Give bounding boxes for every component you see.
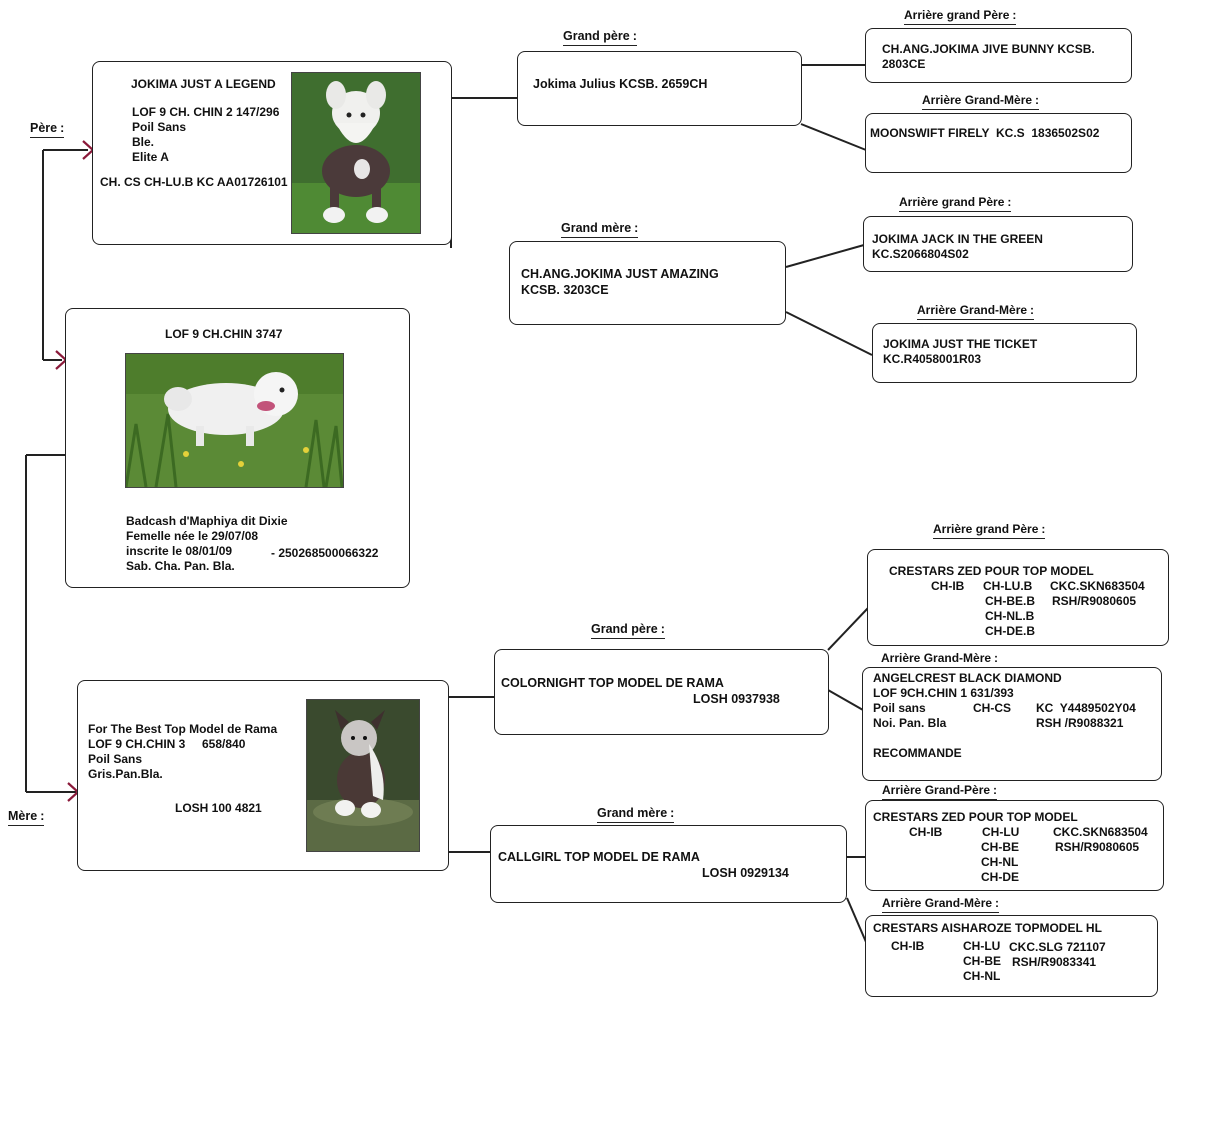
ff-greatgrandfather-line2: 2803CE <box>882 57 926 71</box>
ff-greatgrandfather-line1: CH.ANG.JOKIMA JIVE BUNNY KCSB. <box>882 42 1095 56</box>
mm-ggm-c1: CH-IB <box>891 939 925 953</box>
mf-ggf-c3-0: CKC.SKN683504 <box>1050 579 1145 593</box>
father-name: JOKIMA JUST A LEGEND <box>131 77 276 91</box>
mm-ggm-c2-0: CH-LU <box>963 939 1001 953</box>
mm-ggm-name: CRESTARS AISHAROZE TOPMODEL HL <box>873 921 1102 935</box>
mf-ggf-c2-3: CH-DE.B <box>985 624 1035 638</box>
maternal-grandfather-line2: LOSH 0937938 <box>693 692 780 706</box>
mother-coat: Poil Sans <box>88 752 143 766</box>
subject-registered: inscrite le 08/01/09 <box>126 544 233 558</box>
mother-losh: LOSH 100 4821 <box>175 801 262 815</box>
mf-ggm-cs: CH-CS <box>973 701 1011 715</box>
maternal-grandmother-card: CALLGIRL TOP MODEL DE RAMA LOSH 0929134 <box>490 825 847 903</box>
label-arriere-grand-pere-1: Arrière grand Père: <box>904 8 1017 25</box>
mother-lof: LOF 9 CH.CHIN 3 658/840 <box>88 737 246 751</box>
mm-ggm-c2-2: CH-NL <box>963 969 1001 983</box>
paternal-grandfather-text: Jokima Julius KCSB. 2659CH <box>533 77 708 91</box>
mm-ggm-c3-1: RSH/R9083341 <box>1012 955 1097 969</box>
father-lof: LOF 9 CH. CHIN 2 147/296 <box>132 105 280 119</box>
label-arriere-grand-mere-4: Arrière Grand-Mère: <box>882 896 1000 913</box>
fm-greatgrandmother-line2: KC.R4058001R03 <box>883 352 982 366</box>
mm-greatgrandmother-card: CRESTARS AISHAROZE TOPMODEL HL CH-IB CH-… <box>865 915 1158 997</box>
mm-ggf-c3-0: CKC.SKN683504 <box>1053 825 1148 839</box>
mm-ggf-c2-0: CH-LU <box>982 825 1020 839</box>
mm-ggf-c3-1: RSH/R9080605 <box>1055 840 1140 854</box>
mm-ggf-c1: CH-IB <box>909 825 943 839</box>
maternal-grandfather-card: COLORNIGHT TOP MODEL DE RAMA LOSH 093793… <box>494 649 829 735</box>
subject-name: Badcash d'Maphiya dit Dixie <box>126 514 288 528</box>
fm-greatgrandfather-line2: KC.S2066804S02 <box>872 247 969 261</box>
father-coat: Poil Sans <box>132 120 187 134</box>
ff-greatgrandmother-card: MOONSWIFT FIRELY KC.S 1836502S02 <box>865 113 1132 173</box>
label-arriere-grand-mere-2: Arrière Grand-Mère: <box>917 303 1035 320</box>
mf-ggm-lof: LOF 9CH.CHIN 1 631/393 <box>873 686 1014 700</box>
label-arriere-grand-pere-4: Arrière Grand-Père: <box>882 783 998 800</box>
father-grade: Elite A <box>132 150 169 164</box>
mf-ggm-color: Noi. Pan. Bla <box>873 716 947 730</box>
mf-ggf-c1: CH-IB <box>931 579 965 593</box>
father-titles: CH. CS CH-LU.B KC AA01726101 <box>100 175 288 189</box>
mm-ggf-name: CRESTARS ZED POUR TOP MODEL <box>873 810 1078 824</box>
ff-greatgrandmother-line1: MOONSWIFT FIRELY KC.S 1836502S02 <box>870 126 1100 140</box>
subject-card: LOF 9 CH.CHIN 3747 Badcash d'Maphiya dit… <box>65 308 410 588</box>
ff-greatgrandfather-card: CH.ANG.JOKIMA JIVE BUNNY KCSB. 2803CE <box>865 28 1132 83</box>
mother-name: For The Best Top Model de Rama <box>88 722 278 736</box>
mf-ggm-rsh: RSH /R9088321 <box>1036 716 1124 730</box>
mm-ggf-c2-2: CH-NL <box>981 855 1019 869</box>
paternal-grandfather-card: Jokima Julius KCSB. 2659CH <box>517 51 802 126</box>
label-grand-pere-maternal: Grand père: <box>591 622 665 639</box>
label-arriere-grand-pere-2: Arrière grand Père: <box>899 195 1012 212</box>
label-mere: Mère: <box>8 809 45 826</box>
mf-ggm-note: RECOMMANDE <box>873 746 962 760</box>
label-arriere-grand-mere-1: Arrière Grand-Mère: <box>922 93 1040 110</box>
mm-greatgrandfather-card: CRESTARS ZED POUR TOP MODEL CH-IB CH-LU … <box>865 800 1164 891</box>
label-arriere-grand-mere-3: Arrière Grand-Mère: <box>881 651 999 668</box>
label-grand-mere-maternal: Grand mère: <box>597 806 675 823</box>
paternal-grandmother-line2: KCSB. 3203CE <box>521 283 609 297</box>
maternal-grandmother-line1: CALLGIRL TOP MODEL DE RAMA <box>498 850 700 864</box>
subject-sex-birth: Femelle née le 29/07/08 <box>126 529 259 543</box>
fm-greatgrandfather-card: JOKIMA JACK IN THE GREEN KC.S2066804S02 <box>863 216 1133 272</box>
mf-greatgrandfather-card: CRESTARS ZED POUR TOP MODEL CH-IB CH-LU.… <box>867 549 1169 646</box>
mother-color: Gris.Pan.Bla. <box>88 767 163 781</box>
mf-ggf-c2-2: CH-NL.B <box>985 609 1035 623</box>
father-card: JOKIMA JUST A LEGEND LOF 9 CH. CHIN 2 14… <box>92 61 452 245</box>
mm-ggm-c3-0: CKC.SLG 721107 <box>1009 940 1106 954</box>
paternal-grandmother-card: CH.ANG.JOKIMA JUST AMAZING KCSB. 3203CE <box>509 241 786 325</box>
paternal-grandmother-line1: CH.ANG.JOKIMA JUST AMAZING <box>521 267 719 281</box>
mm-ggm-c2-1: CH-BE <box>963 954 1001 968</box>
mf-ggf-c2-0: CH-LU.B <box>983 579 1033 593</box>
label-grand-mere-paternal: Grand mère: <box>561 221 639 238</box>
mf-greatgrandmother-card: ANGELCREST BLACK DIAMOND LOF 9CH.CHIN 1 … <box>862 667 1162 781</box>
maternal-grandmother-line2: LOSH 0929134 <box>702 866 789 880</box>
subject-color: Sab. Cha. Pan. Bla. <box>126 559 235 573</box>
mm-ggf-c2-1: CH-BE <box>981 840 1019 854</box>
fm-greatgrandmother-card: JOKIMA JUST THE TICKET KC.R4058001R03 <box>872 323 1137 383</box>
mf-ggm-coat: Poil sans <box>873 701 926 715</box>
subject-chip: - 250268500066322 <box>271 546 379 560</box>
mother-card: For The Best Top Model de Rama LOF 9 CH.… <box>77 680 449 871</box>
mf-ggm-name: ANGELCREST BLACK DIAMOND <box>873 671 1062 685</box>
label-grand-pere-paternal: Grand père: <box>563 29 637 46</box>
mf-ggm-kc: KC Y4489502Y04 <box>1036 701 1136 715</box>
subject-title: LOF 9 CH.CHIN 3747 <box>165 327 283 341</box>
mf-ggf-c2-1: CH-BE.B <box>985 594 1035 608</box>
subject-photo <box>125 353 344 488</box>
label-arriere-grand-pere-3: Arrière grand Père: <box>933 522 1046 539</box>
mf-ggf-c3-1: RSH/R9080605 <box>1052 594 1137 608</box>
father-color: Ble. <box>132 135 155 149</box>
label-pere: Père: <box>30 121 65 138</box>
maternal-grandfather-line1: COLORNIGHT TOP MODEL DE RAMA <box>501 676 724 690</box>
mm-ggf-c2-3: CH-DE <box>981 870 1019 884</box>
mf-ggf-name: CRESTARS ZED POUR TOP MODEL <box>889 564 1094 578</box>
father-photo <box>291 72 421 234</box>
mother-photo <box>306 699 420 852</box>
fm-greatgrandmother-line1: JOKIMA JUST THE TICKET <box>883 337 1038 351</box>
fm-greatgrandfather-line1: JOKIMA JACK IN THE GREEN <box>872 232 1043 246</box>
